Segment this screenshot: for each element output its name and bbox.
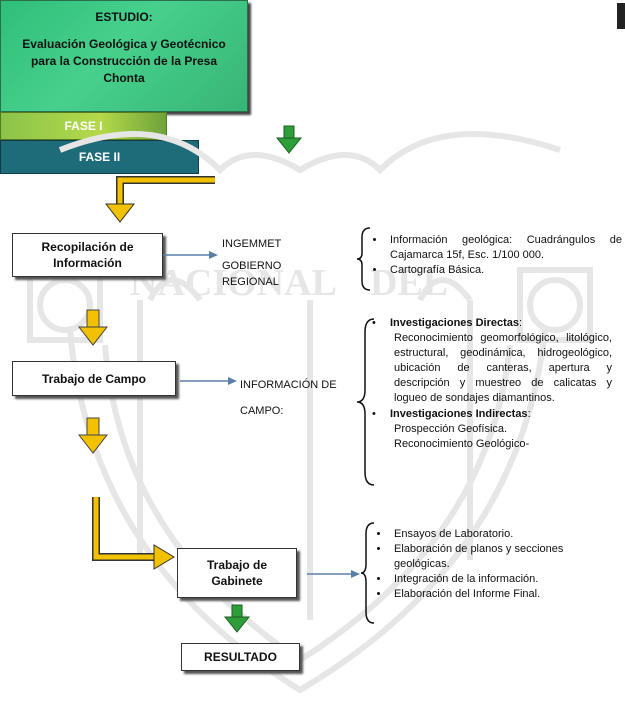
trabajo-campo-box: Trabajo de Campo xyxy=(12,361,176,396)
connector-arrow-icon xyxy=(163,251,218,259)
bullet-icon: • xyxy=(372,408,376,420)
elbow-arrow-icon xyxy=(92,497,175,570)
brace-icon xyxy=(356,227,371,291)
gabinete-list: Ensayos de Laboratorio. Elaboración de p… xyxy=(376,527,600,602)
estudio-title: Evaluación Geológica y Geotécnico para l… xyxy=(22,37,226,85)
indirectas-line: Prospección Geofísica. xyxy=(394,423,508,435)
trabajo-gabinete-label: Trabajo de Gabinete xyxy=(206,558,268,588)
svg-text:NACIONAL: NACIONAL xyxy=(130,262,337,304)
directas-title: Investigaciones Directas xyxy=(390,317,520,329)
resultado-box: RESULTADO xyxy=(181,643,300,671)
elbow-arrow-icon xyxy=(104,176,215,223)
campo-details: • Investigaciones Directas: Reconocimien… xyxy=(372,316,612,452)
source-ingemmet: INGEMMET xyxy=(222,238,282,250)
recopilacion-list: Información geológica: Cuadrángulos de C… xyxy=(372,233,622,278)
campo-source: INFORMACIÓN DE CAMPO: xyxy=(240,379,337,417)
indirectas-line: Reconocimiento Geológico- xyxy=(394,438,530,450)
directas-block: • Investigaciones Directas: xyxy=(372,317,523,329)
down-arrow-icon xyxy=(223,604,251,633)
list-item: Información geológica: Cuadrángulos de C… xyxy=(386,233,622,263)
bullet-icon: • xyxy=(372,317,376,329)
list-item: Elaboración del Informe Final. xyxy=(390,587,600,602)
recopilacion-box: Recopilación de Información xyxy=(12,233,163,277)
resultado-label: RESULTADO xyxy=(204,650,277,664)
fase-1-label: FASE I xyxy=(64,119,103,133)
list-item: Cartografía Básica. xyxy=(386,263,622,278)
list-item: Ensayos de Laboratorio. xyxy=(390,527,600,542)
fase-2-banner: FASE II xyxy=(0,3,625,174)
recopilacion-label: Recopilación de Información xyxy=(41,240,134,270)
source-gobierno-regional: GOBIERNO REGIONAL xyxy=(222,260,282,288)
fase-2-label: FASE II xyxy=(78,150,121,164)
trabajo-gabinete-box: Trabajo de Gabinete xyxy=(177,548,297,598)
down-arrow-icon xyxy=(275,125,303,154)
directas-text: Reconocimiento geomorfológico, litológic… xyxy=(394,332,612,404)
indirectas-block: • Investigaciones Indirectas: xyxy=(372,408,531,420)
list-item: Elaboración de planos y secciones geológ… xyxy=(390,542,600,572)
trabajo-campo-label: Trabajo de Campo xyxy=(41,371,147,386)
svg-text:DEL: DEL xyxy=(370,262,448,304)
estudio-heading: ESTUDIO: xyxy=(95,10,153,24)
down-arrow-icon xyxy=(77,417,109,454)
list-item: Integración de la información. xyxy=(390,572,600,587)
down-arrow-icon xyxy=(77,309,109,346)
brace-icon xyxy=(360,522,375,624)
connector-arrow-icon xyxy=(307,570,360,578)
indirectas-title: Investigaciones Indirectas xyxy=(390,408,528,420)
connector-arrow-icon xyxy=(180,377,237,385)
brace-icon xyxy=(356,318,375,486)
estudio-box: ESTUDIO: Evaluación Geológica y Geotécni… xyxy=(0,0,248,112)
